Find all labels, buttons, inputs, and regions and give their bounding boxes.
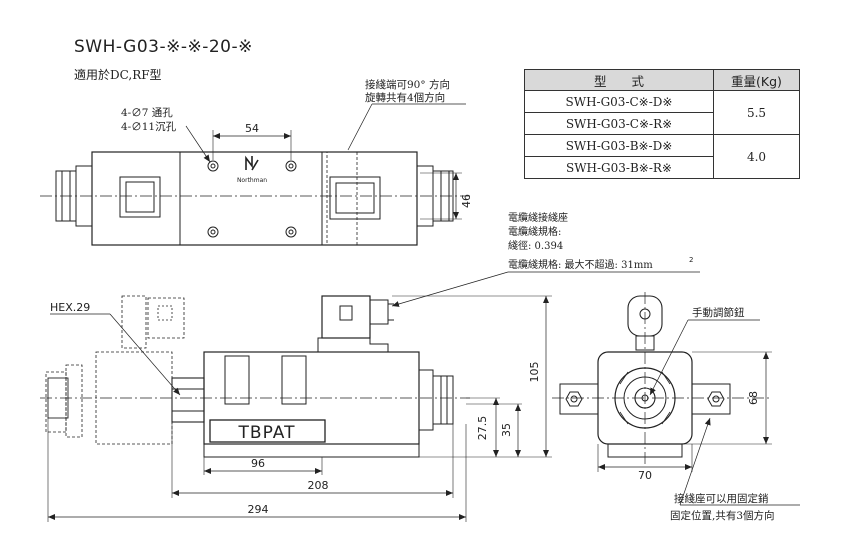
dim-35: 35 xyxy=(500,423,513,437)
table-row: SWH-G03-C※-R※ xyxy=(524,112,800,135)
dim-294: 294 xyxy=(248,503,269,516)
model-cell: SWH-G03-C※-R※ xyxy=(524,112,714,135)
page-subtitle: 適用於DC,RF型 xyxy=(74,68,162,82)
model-cell: SWH-G03-B※-R※ xyxy=(524,156,714,179)
hex-label: HEX.29 xyxy=(50,301,90,314)
pin-note-1: 接綫座可以用固定銷 xyxy=(674,492,769,505)
header-weight: 重量(Kg) xyxy=(713,69,800,91)
cable-note: 電纜綫接綫座 電纜綫規格: 綫徑: 0.394 電纜綫規格: 最大不超過: 31… xyxy=(391,211,700,307)
spec-table: 型 式 重量(Kg) SWH-G03-C※-D※ 5.5 SWH-G03-C※-… xyxy=(524,69,800,179)
header-model: 型 式 xyxy=(524,69,714,91)
model-cell: SWH-G03-C※-D※ xyxy=(524,90,714,113)
hole-label-2: 4-∅11沉孔 xyxy=(121,120,177,133)
cable-note-line4: 電纜綫規格: 最大不超過: 31mm xyxy=(508,258,653,271)
dim-70: 70 xyxy=(638,469,652,482)
dim-54: 54 xyxy=(245,122,259,135)
table-row: SWH-G03-C※-D※ 5.5 xyxy=(524,90,800,135)
dim-96: 96 xyxy=(251,457,265,470)
northman-logo: Northman xyxy=(237,155,267,184)
dim-27-5: 27.5 xyxy=(476,416,489,441)
cable-note-superscript: 2 xyxy=(689,256,693,264)
table-header-row: 型 式 重量(Kg) xyxy=(524,69,800,91)
table-row: SWH-G03-B※-R※ xyxy=(524,156,800,179)
connector-note-1: 接綫端可90° 方向 xyxy=(365,78,450,91)
brand-text: Northman xyxy=(237,177,267,184)
dim-105: 105 xyxy=(528,362,541,383)
dim-208: 208 xyxy=(308,479,329,492)
cable-note-line2: 電纜綫規格: xyxy=(508,225,561,238)
connector-note-2: 旋轉共有4個方向 xyxy=(365,91,445,104)
table-row: SWH-G03-B※-D※ 4.0 xyxy=(524,134,800,179)
front-view: TBPAT HEX.29 96 208 294 2 xyxy=(40,295,552,522)
top-view: Northman 54 4-∅7 通孔 4-∅11沉孔 46 接綫端可90° 方… xyxy=(40,78,473,246)
cable-note-line3: 綫徑: 0.394 xyxy=(508,239,563,252)
dim-46: 46 xyxy=(460,194,473,208)
dim-68: 68 xyxy=(747,391,760,405)
hole-label-1: 4-∅7 通孔 xyxy=(121,106,173,119)
weight-cell: 4.0 xyxy=(713,134,800,179)
pin-note-2: 固定位置,共有3個方向 xyxy=(670,509,775,522)
cable-note-line1: 電纜綫接綫座 xyxy=(508,211,568,224)
manual-knob-label: 手動調節鈕 xyxy=(692,306,745,319)
nameplate-text: TBPAT xyxy=(238,423,296,443)
side-view: 手動調節鈕 70 68 接綫座可以用固定銷 固定位置,共有3個方向 xyxy=(552,292,800,522)
weight-cell: 5.5 xyxy=(713,90,800,135)
page-title: SWH-G03-※-※-20-※ xyxy=(74,37,253,57)
